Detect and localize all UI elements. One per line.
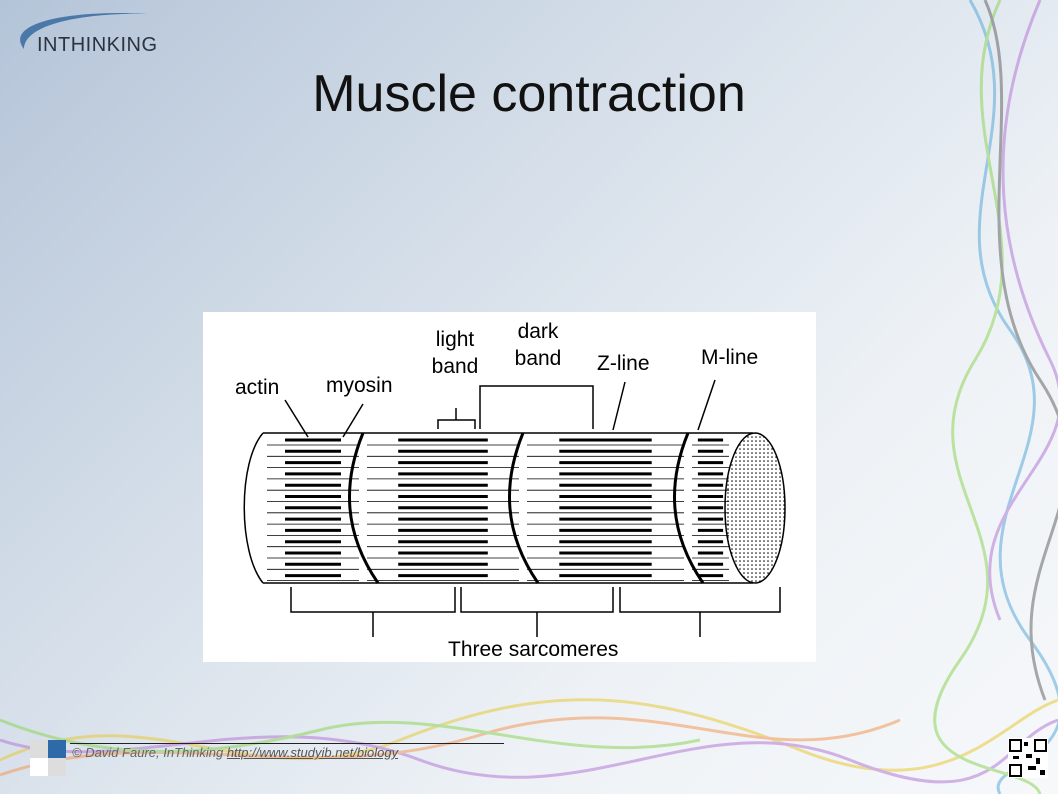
dark-band-bracket bbox=[479, 385, 594, 429]
qr-code-icon bbox=[1008, 738, 1048, 778]
z-line bbox=[673, 432, 705, 584]
m-line-label: M-line bbox=[701, 346, 759, 369]
footer-divider bbox=[70, 743, 504, 744]
diagram-caption: Three sarcomeres bbox=[448, 638, 619, 661]
myosin-label: myosin bbox=[326, 374, 393, 397]
light-band-label: light band bbox=[431, 328, 479, 378]
fibre-end bbox=[724, 432, 786, 584]
slide-title: Muscle contraction bbox=[312, 65, 746, 123]
sarcomere-bracket bbox=[619, 587, 781, 637]
m-line-arrow bbox=[697, 379, 716, 431]
light-band-bracket bbox=[437, 408, 476, 429]
z-line bbox=[348, 432, 380, 584]
z-line bbox=[508, 432, 540, 584]
z-line-label: Z-line bbox=[597, 352, 650, 375]
sarcomere-diagram: actin myosin light band dark band Z-line… bbox=[203, 312, 816, 662]
inthinking-logo: INTHINKING bbox=[4, 4, 164, 56]
footer-link[interactable]: http://www.studyib.net/biology bbox=[226, 745, 399, 760]
muscle-fibre-drawing bbox=[243, 379, 786, 637]
actin-arrow bbox=[284, 399, 309, 438]
sarcomere-bracket bbox=[460, 587, 614, 637]
copyright-text: © David Faure, InThinking bbox=[72, 745, 224, 760]
dark-band-label: dark band bbox=[514, 320, 562, 370]
footer-credit: © David Faure, InThinking http://www.stu… bbox=[72, 745, 398, 760]
sarcomere-bracket bbox=[290, 587, 456, 637]
actin-label: actin bbox=[235, 376, 280, 399]
z-line-arrow bbox=[612, 381, 626, 431]
myosin-arrow bbox=[342, 403, 364, 438]
footer-logo-squares bbox=[30, 740, 66, 776]
